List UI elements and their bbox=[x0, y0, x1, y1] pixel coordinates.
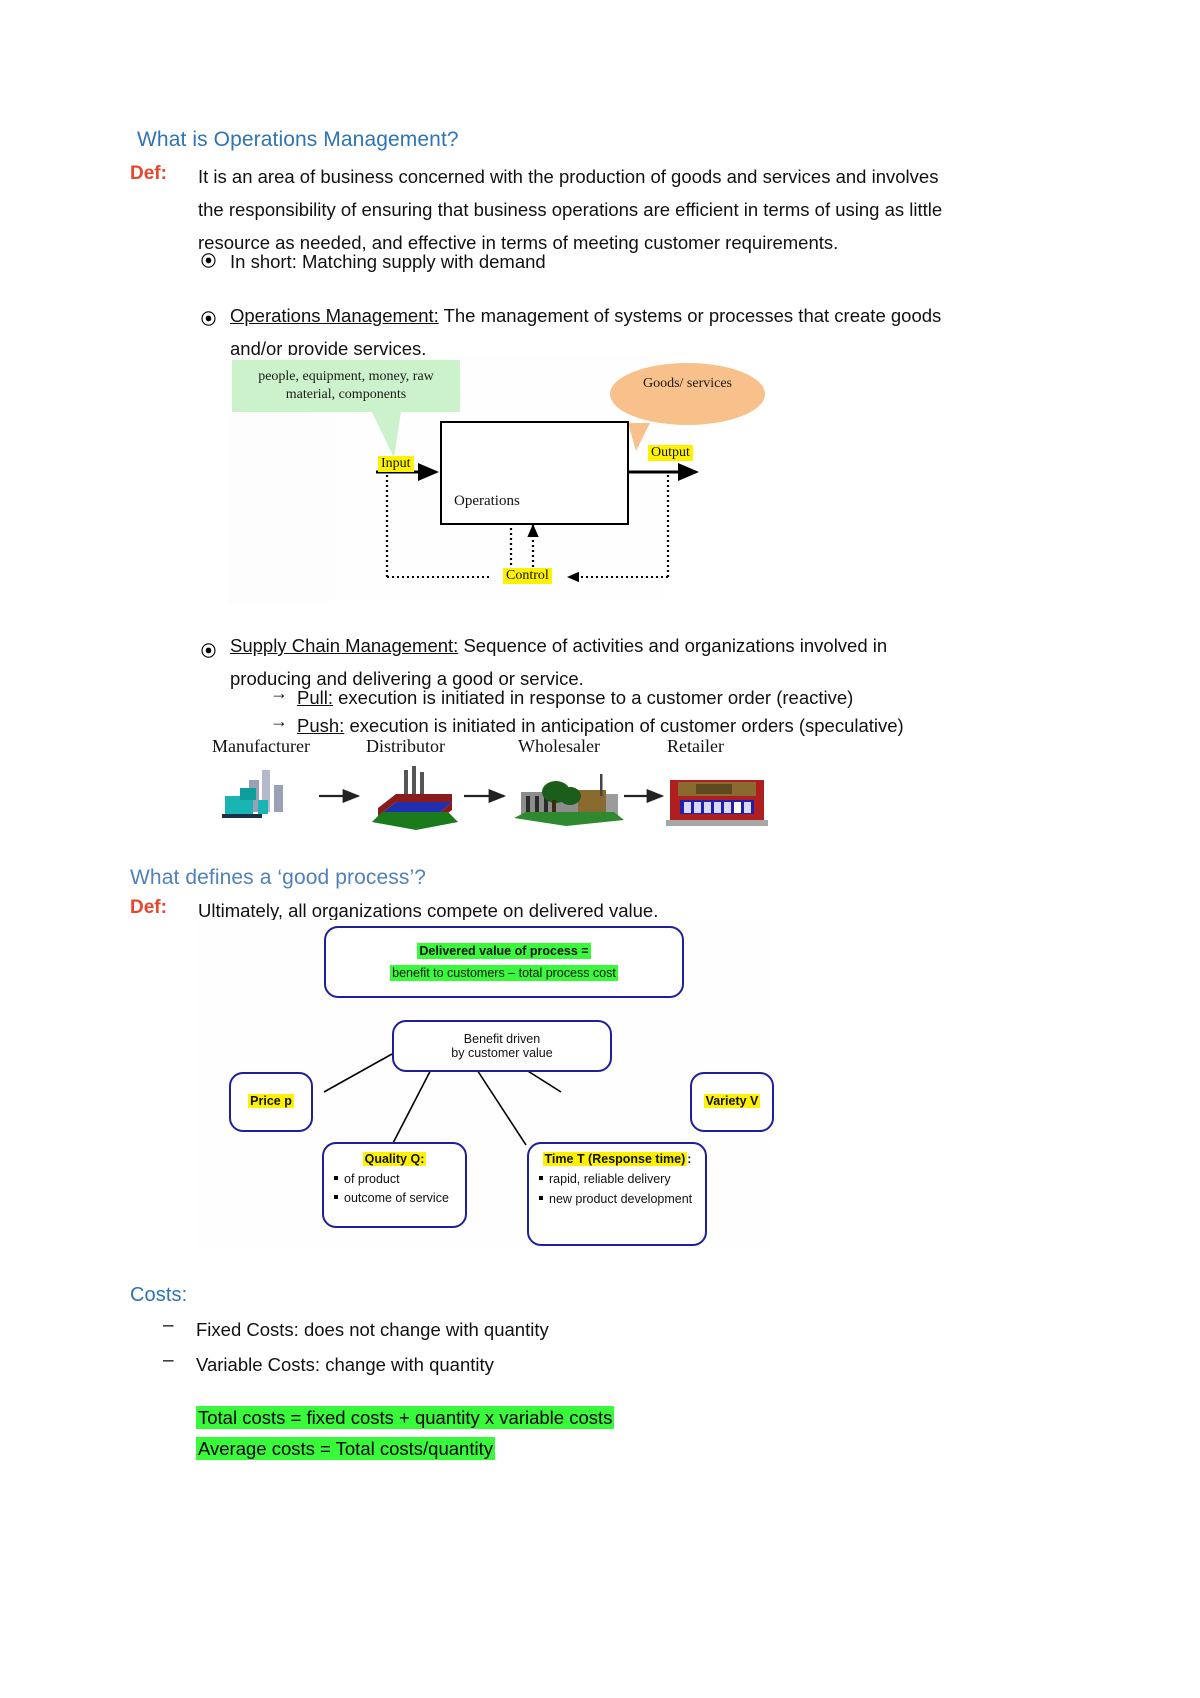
section-heading-good-process: What defines a ‘good process’? bbox=[130, 866, 427, 889]
term-supply-chain-management: Supply Chain Management: bbox=[230, 635, 459, 656]
time-title: Time T (Response time): bbox=[542, 1152, 692, 1166]
term-pull: Pull: bbox=[297, 687, 333, 708]
time-item-2: new product development bbox=[539, 1191, 695, 1208]
variety-box: Variety V bbox=[690, 1072, 774, 1132]
supply-chain-label-manufacturer: Manufacturer bbox=[212, 736, 310, 756]
sub-arrow-1: Pull: execution is initiated in response… bbox=[297, 681, 853, 714]
input-tag: Input bbox=[378, 456, 414, 472]
quality-title: Quality Q: bbox=[362, 1152, 427, 1166]
section-heading-costs: Costs: bbox=[130, 1284, 188, 1306]
square-bullet-icon bbox=[539, 1196, 543, 1200]
supply-chain-label-distributor: Distributor bbox=[366, 736, 445, 756]
def-label-2: Def: bbox=[130, 897, 167, 918]
def-paragraph-2: Ultimately, all organizations compete on… bbox=[198, 900, 659, 921]
callout-tail-icon bbox=[372, 412, 401, 458]
arrow-right-icon: → bbox=[270, 711, 288, 731]
def-label-1: Def: bbox=[130, 163, 167, 184]
square-bullet-icon bbox=[539, 1176, 543, 1180]
dash-marker-icon: – bbox=[163, 1350, 174, 1371]
supply-chain-graphics bbox=[222, 766, 768, 830]
bullet-text-2-body: The management of systems or processes t… bbox=[230, 305, 942, 359]
output-tag: Output bbox=[648, 445, 693, 461]
bubble-tail-icon bbox=[628, 423, 650, 451]
output-goods-bubble: Goods/ services bbox=[610, 363, 765, 451]
input-sources-text: people, equipment, money, raw material, … bbox=[258, 369, 434, 402]
arrow-right-icon: → bbox=[270, 683, 288, 703]
bullet-marker-icon: ⦿ bbox=[201, 643, 217, 660]
sub-arrow-2: Push: execution is initiated in anticipa… bbox=[297, 709, 904, 742]
quality-item-2: outcome of service bbox=[334, 1191, 455, 1205]
sub-arrow-2-body: execution is initiated in anticipation o… bbox=[349, 715, 904, 736]
output-bubble-text: Goods/ services bbox=[642, 376, 733, 391]
bullet-text-3: Supply Chain Management: Sequence of act… bbox=[230, 629, 930, 695]
bullet-text-1: In short: Matching supply with demand bbox=[230, 251, 546, 272]
square-bullet-icon bbox=[334, 1176, 338, 1180]
term-push: Push: bbox=[297, 715, 345, 736]
bullet-text-3-body: Sequence of activities and organizations… bbox=[230, 635, 888, 689]
figure-delivered-value: Delivered value of process = benefit to … bbox=[196, 920, 774, 1250]
term-operations-management: Operations Management: bbox=[230, 305, 439, 326]
time-item-1: rapid, reliable delivery bbox=[539, 1172, 695, 1186]
formula-average-costs: Average costs = Total costs/quantity bbox=[196, 1437, 495, 1460]
control-tag: Control bbox=[503, 568, 552, 584]
input-sources-callout: people, equipment, money, raw material, … bbox=[232, 360, 460, 458]
supply-chain-label-wholesaler: Wholesaler bbox=[518, 736, 600, 756]
quality-item-1: of product bbox=[334, 1172, 455, 1186]
sub-arrow-1-body: execution is initiated in response to a … bbox=[338, 687, 854, 708]
costs-item-1: Fixed Costs: does not change with quanti… bbox=[196, 1319, 549, 1340]
figure-supply-chain: Manufacturer Distributor Wholesaler Reta… bbox=[196, 730, 776, 840]
quality-box: Quality Q: of product outcome of service bbox=[322, 1142, 467, 1228]
formula-total-costs: Total costs = fixed costs + quantity x v… bbox=[196, 1406, 615, 1429]
benefit-driven-line2: by customer value bbox=[451, 1046, 553, 1060]
dash-marker-icon: – bbox=[163, 1315, 174, 1336]
bullet-text-2: Operations Management: The management of… bbox=[230, 299, 970, 365]
costs-formulas: Total costs = fixed costs + quantity x v… bbox=[196, 1403, 615, 1463]
square-bullet-icon bbox=[334, 1195, 338, 1199]
supply-chain-label-retailer: Retailer bbox=[667, 736, 724, 756]
bullet-marker-icon: ⦿ bbox=[201, 253, 217, 270]
delivered-value-line2: benefit to customers – total process cos… bbox=[390, 965, 618, 981]
delivered-value-line1: Delivered value of process = bbox=[417, 943, 591, 959]
bullet-marker-icon: ⦿ bbox=[201, 311, 217, 328]
benefit-driven-box: Benefit driven by customer value bbox=[392, 1020, 612, 1072]
price-box: Price p bbox=[229, 1072, 313, 1132]
delivered-value-box: Delivered value of process = benefit to … bbox=[324, 926, 684, 998]
costs-item-2: Variable Costs: change with quantity bbox=[196, 1354, 494, 1375]
page-title: What is Operations Management? bbox=[137, 128, 459, 151]
def-paragraph-1: It is an area of business concerned with… bbox=[198, 166, 943, 253]
operations-box bbox=[440, 421, 629, 525]
figure-operations-system: people, equipment, money, raw material, … bbox=[228, 355, 773, 603]
benefit-driven-line1: Benefit driven bbox=[463, 1032, 541, 1046]
operations-label: Operations bbox=[454, 493, 520, 509]
time-box: Time T (Response time): rapid, reliable … bbox=[527, 1142, 707, 1246]
